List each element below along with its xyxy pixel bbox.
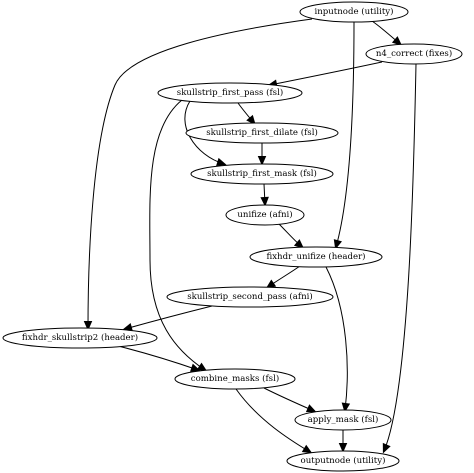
node-skullstrip-first-dilate[interactable]: skullstrip_first_dilate (fsl)	[185, 122, 339, 144]
node-apply-mask[interactable]: apply_mask (fsl)	[294, 409, 392, 431]
node-ellipse	[166, 286, 334, 308]
edge-line	[235, 388, 311, 453]
edge-combine-masks-to-outputnode	[235, 388, 313, 454]
edge-skullstrip-first-mask-to-unifize	[260, 183, 269, 207]
edge-apply-mask-to-outputnode	[338, 430, 348, 453]
edge-fixhdr-unifize-to-skullstrip-second-pass	[265, 265, 301, 289]
node-label: skullstrip_first_pass (fsl)	[177, 87, 283, 98]
node-ellipse	[286, 450, 400, 472]
edge-line	[263, 387, 315, 412]
edge-line	[149, 99, 206, 371]
node-ellipse	[299, 1, 409, 23]
edge-inputnode-to-fixhdr-skullstrip2	[83, 18, 313, 331]
node-n4-correct[interactable]: n4_correct (fixes)	[365, 43, 463, 65]
node-label: skullstrip_first_dilate (fsl)	[206, 127, 318, 138]
node-label: combine_masks (fsl)	[191, 373, 279, 384]
arrowhead-icon	[338, 443, 348, 453]
edge-inputnode-to-n4-correct	[371, 20, 403, 46]
node-skullstrip-second-pass[interactable]: skullstrip_second_pass (afni)	[166, 286, 334, 308]
edge-line	[383, 63, 417, 452]
node-ellipse	[294, 409, 392, 431]
arrowhead-icon	[246, 114, 256, 126]
arrowhead-icon	[301, 444, 313, 454]
edge-skullstrip-first-pass-to-skullstrip-first-dilate	[237, 102, 256, 126]
edge-fixhdr-skullstrip2-to-combine-masks	[117, 345, 201, 372]
edge-line	[87, 18, 313, 329]
node-combine-masks[interactable]: combine_masks (fsl)	[174, 368, 296, 390]
node-label: unifize (afni)	[237, 209, 292, 220]
edge-fixhdr-unifize-to-apply-mask	[325, 266, 351, 413]
node-label: skullstrip_second_pass (afni)	[187, 291, 312, 302]
edge-combine-masks-to-apply-mask	[263, 387, 317, 413]
node-ellipse	[249, 246, 383, 268]
arrowhead-icon	[293, 239, 305, 249]
arrowhead-icon	[333, 239, 342, 250]
edge-skullstrip-second-pass-to-fixhdr-skullstrip2	[122, 305, 213, 332]
edge-n4-correct-to-skullstrip-first-pass	[267, 61, 383, 88]
node-ellipse	[225, 204, 305, 226]
arrowhead-icon	[305, 404, 317, 413]
arrowhead-icon	[391, 36, 403, 46]
node-ellipse	[365, 43, 463, 65]
edge-line	[269, 61, 383, 86]
edge-line	[124, 305, 213, 330]
node-label: outputnode (utility)	[301, 455, 386, 466]
node-ellipse	[2, 327, 158, 349]
node-fixhdr-skullstrip2[interactable]: fixhdr_skullstrip2 (header)	[2, 327, 158, 349]
node-ellipse	[190, 163, 334, 185]
node-outputnode[interactable]: outputnode (utility)	[286, 450, 400, 472]
edge-line	[184, 100, 225, 165]
edge-skullstrip-first-dilate-to-skullstrip-first-mask	[257, 143, 267, 166]
edge-line	[325, 266, 348, 411]
node-label: inputnode (utility)	[314, 6, 393, 17]
node-label: skullstrip_first_mask (fsl)	[207, 168, 317, 179]
node-label: n4_correct (fixes)	[376, 48, 452, 59]
arrowhead-icon	[341, 402, 351, 413]
arrowhead-icon	[189, 363, 201, 372]
arrowhead-icon	[216, 157, 227, 166]
edge-inputnode-to-fixhdr-unifize	[333, 21, 355, 250]
node-label: fixhdr_unifize (header)	[266, 251, 365, 262]
node-ellipse	[157, 82, 303, 104]
node-unifize[interactable]: unifize (afni)	[225, 204, 305, 226]
node-label: apply_mask (fsl)	[308, 414, 379, 425]
arrowhead-icon	[382, 442, 391, 454]
arrowhead-icon	[260, 196, 269, 207]
node-inputnode[interactable]: inputnode (utility)	[299, 1, 409, 23]
node-label: fixhdr_skullstrip2 (header)	[22, 332, 138, 343]
arrowhead-icon	[257, 156, 267, 166]
edge-line	[117, 345, 199, 371]
edge-n4-correct-to-outputnode	[382, 63, 417, 454]
arrowhead-icon	[196, 362, 208, 372]
edge-unifize-to-fixhdr-unifize	[278, 223, 305, 249]
arrowhead-icon	[83, 321, 93, 331]
node-ellipse	[185, 122, 339, 144]
graph-nodes: inputnode (utility) n4_correct (fixes) sku…	[2, 1, 463, 472]
edge-skullstrip-first-pass-to-combine-masks	[149, 99, 208, 372]
node-ellipse	[174, 368, 296, 390]
edge-skullstrip-first-pass-to-skullstrip-first-mask	[184, 100, 227, 166]
node-skullstrip-first-pass[interactable]: skullstrip_first_pass (fsl)	[157, 82, 303, 104]
node-fixhdr-unifize[interactable]: fixhdr_unifize (header)	[249, 246, 383, 268]
edge-line	[335, 21, 355, 248]
node-skullstrip-first-mask[interactable]: skullstrip_first_mask (fsl)	[190, 163, 334, 185]
